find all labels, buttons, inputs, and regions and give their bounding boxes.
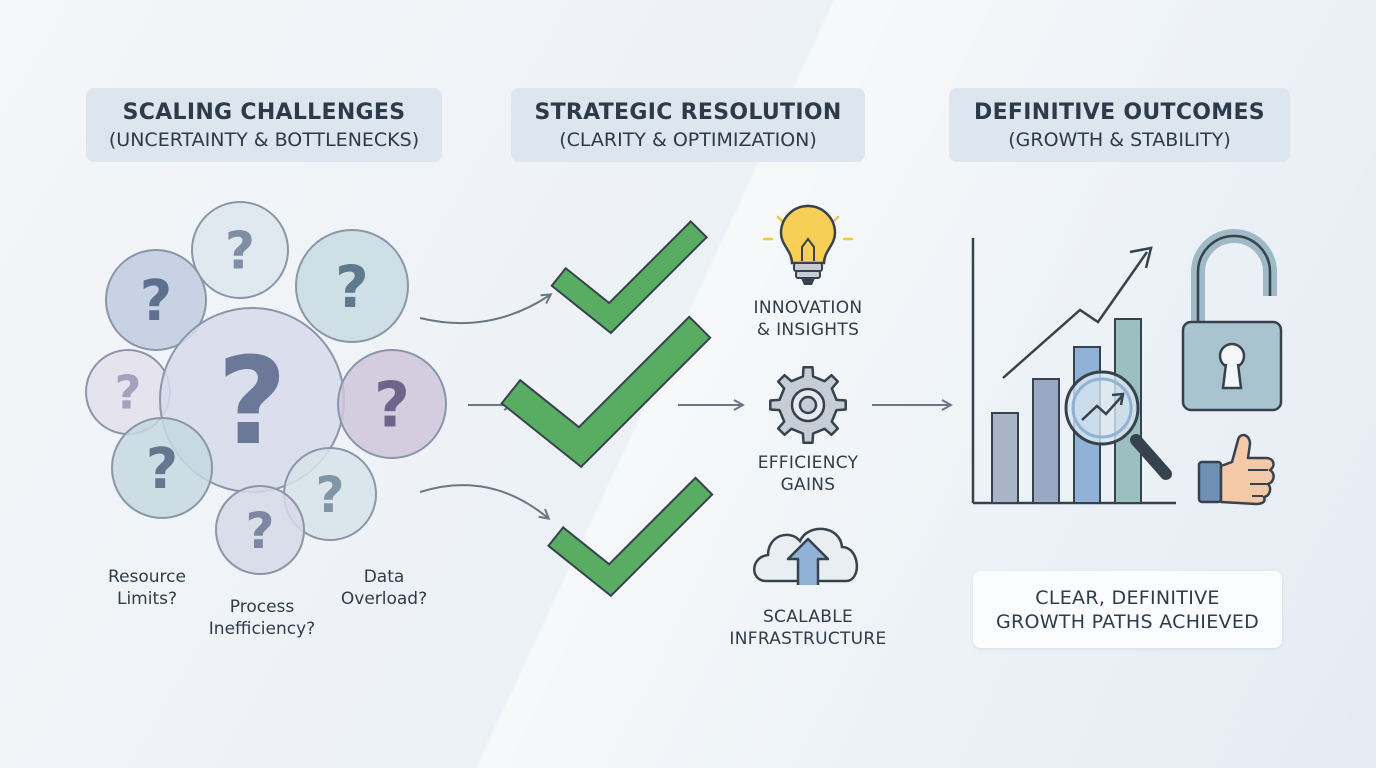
label-line: SCALABLE [762, 607, 854, 627]
question-mark-icon: ? [140, 269, 172, 334]
question-mark-icon: ? [315, 466, 344, 524]
header-subtitle: (GROWTH & STABILITY) [1008, 128, 1231, 151]
result-box: CLEAR, DEFINITIVE GROWTH PATHS ACHIEVED [973, 571, 1282, 648]
result-line: GROWTH PATHS ACHIEVED [995, 610, 1260, 633]
cloud-upload-icon [753, 527, 859, 585]
unlocked-padlock-icon [1181, 229, 1283, 412]
growth-bar-chart [971, 238, 1176, 505]
label-line: GAINS [780, 475, 836, 495]
question-bubble: ? [105, 249, 207, 351]
question-bubble: ? [215, 485, 305, 575]
flow-arrows [419, 295, 950, 518]
label-line: Limits? [116, 589, 178, 609]
result-line: CLEAR, DEFINITIVE [1035, 586, 1220, 609]
question-mark-icon: ? [374, 368, 410, 441]
item-label-efficiency: EFFICIENCY GAINS [728, 452, 888, 496]
question-mark-icon: ? [146, 437, 178, 502]
label-line: Overload? [340, 589, 428, 609]
label-line: Inefficiency? [208, 619, 316, 639]
trend-arrowhead [1129, 246, 1153, 269]
question-bubble: ? [295, 229, 409, 343]
header-title: SCALING CHALLENGES [122, 99, 406, 125]
header-title: DEFINITIVE OUTCOMES [974, 99, 1265, 125]
question-bubble: ? [111, 417, 213, 519]
label-line: INFRASTRUCTURE [729, 629, 887, 649]
question-bubble: ? [337, 349, 447, 459]
question-mark-icon: ? [335, 253, 369, 321]
check-mark-icon [550, 219, 709, 335]
label-line: & INSIGHTS [756, 320, 860, 340]
thumbs-up-icon [1197, 433, 1275, 506]
question-bubble: ? [283, 447, 377, 541]
question-bubble-cluster: ????????? [85, 201, 447, 575]
header-subtitle: (UNCERTAINTY & BOTTLENECKS) [108, 128, 420, 151]
item-label-infrastructure: SCALABLE INFRASTRUCTURE [718, 606, 898, 650]
check-mark-icon [547, 476, 714, 598]
label-line: Resource [108, 567, 186, 587]
header-definitive-outcomes: DEFINITIVE OUTCOMES (GROWTH & STABILITY) [949, 88, 1290, 162]
question-label-data: Data Overload? [326, 566, 442, 610]
gear-icon [769, 366, 847, 444]
label-line: Process [229, 597, 295, 617]
arrow-bottom [419, 484, 548, 518]
item-label-innovation: INNOVATION & INSIGHTS [728, 297, 888, 341]
header-subtitle: (CLARITY & OPTIMIZATION) [559, 128, 817, 151]
lightbulb-icon [762, 203, 854, 285]
question-mark-icon: ? [245, 502, 274, 560]
header-strategic-resolution: STRATEGIC RESOLUTION (CLARITY & OPTIMIZA… [511, 88, 865, 162]
magnifier-icon [1064, 370, 1172, 480]
question-label-resource: Resource Limits? [92, 566, 202, 610]
chart-bar [991, 412, 1019, 504]
question-mark-icon: ? [225, 222, 255, 282]
check-marks [500, 219, 714, 598]
check-mark-icon [500, 315, 712, 469]
question-mark-icon: ? [115, 366, 142, 420]
header-title: STRATEGIC RESOLUTION [534, 99, 842, 125]
header-scaling-challenges: SCALING CHALLENGES (UNCERTAINTY & BOTTLE… [86, 88, 442, 162]
chart-bar [1032, 378, 1060, 504]
label-line: EFFICIENCY [757, 453, 859, 473]
label-line: Data [363, 567, 405, 587]
label-line: INNOVATION [753, 298, 863, 318]
question-bubble: ? [191, 201, 289, 299]
trend-line [1002, 251, 1149, 379]
question-mark-icon: ? [217, 333, 287, 472]
question-label-process: Process Inefficiency? [192, 596, 332, 640]
arrow-top [419, 295, 550, 324]
gear-hub [798, 395, 818, 415]
